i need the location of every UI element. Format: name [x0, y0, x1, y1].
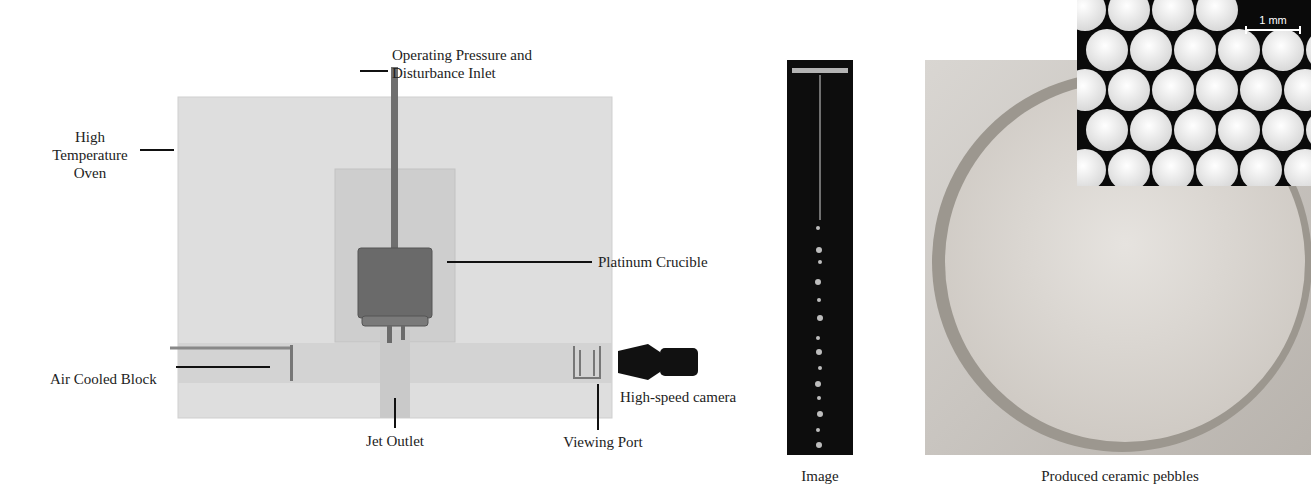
platinum-crucible: [358, 248, 432, 318]
leader-line: [140, 149, 174, 151]
leader-line: [447, 261, 592, 263]
pebble-micrograph: [1077, 0, 1311, 186]
nozzle: [387, 326, 392, 343]
crucible-base: [362, 316, 428, 326]
pebble: [1262, 109, 1304, 151]
scale-tick: [1299, 26, 1301, 34]
droplet: [817, 396, 821, 400]
pebble: [1306, 109, 1311, 151]
pebble: [1284, 149, 1311, 186]
pebble: [1077, 0, 1106, 31]
droplet: [815, 381, 821, 387]
pebble: [1196, 0, 1238, 31]
jet-image: [787, 60, 853, 455]
droplet: [816, 226, 820, 230]
pebble: [1152, 149, 1194, 186]
scale-tick: [1245, 26, 1247, 34]
pebble: [1240, 69, 1282, 111]
droplet: [817, 411, 823, 417]
pebble: [1108, 69, 1150, 111]
callout-label: Air Cooled Block: [50, 370, 180, 388]
camera-body: [660, 348, 698, 376]
pebble: [1218, 109, 1260, 151]
viewing-port: [574, 346, 600, 378]
nozzle-glow: [792, 68, 848, 73]
callout-label: High Temperature Oven: [40, 128, 140, 182]
pebble-pile: [945, 82, 1305, 442]
callout-label: Viewing Port: [548, 433, 658, 451]
callout-label: Platinum Crucible: [598, 253, 748, 271]
scale-bar: [1246, 29, 1300, 31]
pebble: [1284, 69, 1311, 111]
droplet-column: [815, 226, 823, 448]
pebble: [1108, 149, 1150, 186]
air-cooled-plate: [290, 345, 293, 381]
pebble: [1196, 149, 1238, 186]
droplet: [816, 428, 820, 432]
pebble: [1077, 149, 1106, 186]
figure-caption: Image: [770, 467, 870, 485]
pebble: [1174, 29, 1216, 71]
droplet: [817, 315, 823, 321]
camera-icon: [618, 344, 660, 380]
droplet: [816, 442, 822, 448]
droplet: [818, 366, 822, 370]
thermocouple-tube: [401, 326, 405, 340]
leader-line: [176, 366, 270, 368]
droplet: [816, 336, 820, 340]
pebble: [1086, 29, 1128, 71]
pebble: [1174, 109, 1216, 151]
jet-stream: [819, 75, 821, 220]
pebble: [1306, 29, 1311, 71]
pebble: [1130, 29, 1172, 71]
air-line: [170, 347, 290, 350]
leader-line: [597, 384, 599, 430]
callout-label: Operating Pressure and Disturbance Inlet: [392, 46, 552, 82]
pebble: [1240, 149, 1282, 186]
scale-label: 1 mm: [1248, 14, 1298, 26]
pebble: [1262, 29, 1304, 71]
droplet: [816, 247, 822, 253]
pebble-photo: [925, 60, 1311, 455]
figure-caption: Produced ceramic pebbles: [1000, 467, 1240, 485]
pebble: [1077, 69, 1106, 111]
leader-line: [360, 70, 388, 72]
callout-label: High-speed camera: [620, 388, 760, 406]
pebble: [1130, 109, 1172, 151]
droplet: [815, 279, 821, 285]
pebble: [1196, 69, 1238, 111]
pebble: [1108, 0, 1150, 31]
pressure-rod: [391, 67, 398, 252]
leader-line: [394, 398, 396, 428]
droplet: [817, 298, 821, 302]
sieve-rim: [932, 72, 1311, 452]
callout-label: Jet Outlet: [355, 432, 435, 450]
droplet: [816, 349, 822, 355]
pebble: [1218, 29, 1260, 71]
pebble: [1152, 0, 1194, 31]
pebble: [1086, 109, 1128, 151]
droplet: [818, 260, 822, 264]
pebble: [1152, 69, 1194, 111]
